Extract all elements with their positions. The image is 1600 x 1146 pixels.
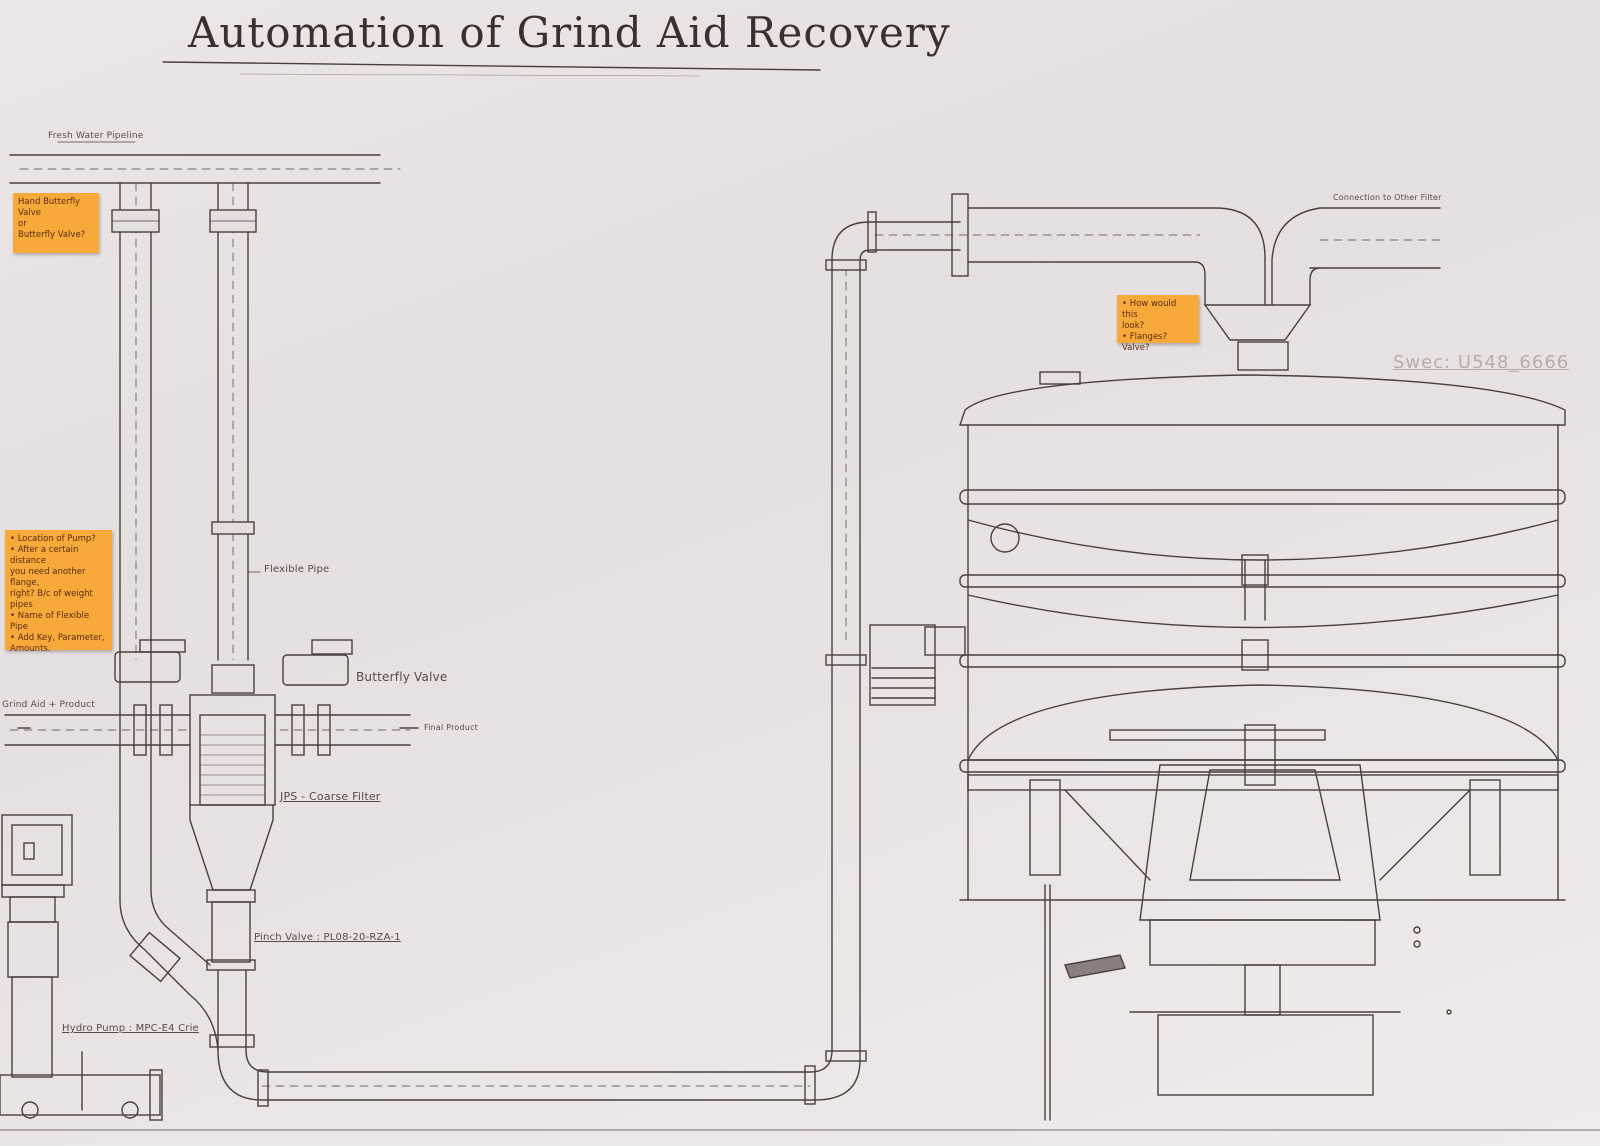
label-hydro-pump: Hydro Pump : MPC-E4 Crie <box>62 1023 199 1034</box>
coarse-filter-body <box>189 694 276 1051</box>
sticky-note-pump-questions: • Location of Pump? • After a certain di… <box>5 530 112 654</box>
sticky-note-connection-question: • How would this look? • Flanges? Valve? <box>1117 295 1199 353</box>
label-coarse-filter: JPS - Coarse Filter <box>280 790 381 803</box>
label-flexible-pipe: Flexible Pipe <box>264 564 330 575</box>
serial-number: Swec: U548_6666 <box>1393 352 1570 373</box>
label-fresh-water-pipeline: Fresh Water Pipeline <box>48 131 144 141</box>
left-return-pipe <box>119 659 219 1051</box>
label-connection-filter: Connection to Other Filter <box>1333 193 1442 202</box>
hydro-pump <box>0 814 1600 1131</box>
title-underline <box>162 61 821 71</box>
inlet-pipe <box>4 704 191 756</box>
label-grind-aid-product: Grind Aid + Product <box>2 700 96 710</box>
flexible-pipe-vertical <box>209 182 261 694</box>
fresh-water-pipeline <box>9 141 401 184</box>
riser-pipe <box>825 193 1441 666</box>
sticky-note-valve-question: Hand Butterfly Valve or Butterfly Valve? <box>13 193 99 253</box>
label-pinch-valve: Pinch Valve : PL08-20-RZA-1 <box>254 932 401 943</box>
butterfly-valve <box>274 639 419 756</box>
label-final-product: Final Product <box>424 723 478 732</box>
diagram-title: Automation of Grind Aid Recovery <box>188 8 951 57</box>
left-vertical-pipe <box>111 182 186 683</box>
label-butterfly-valve: Butterfly Valve <box>356 670 448 684</box>
bottom-pipe <box>217 639 867 1107</box>
sieve-separator <box>869 371 1566 1121</box>
